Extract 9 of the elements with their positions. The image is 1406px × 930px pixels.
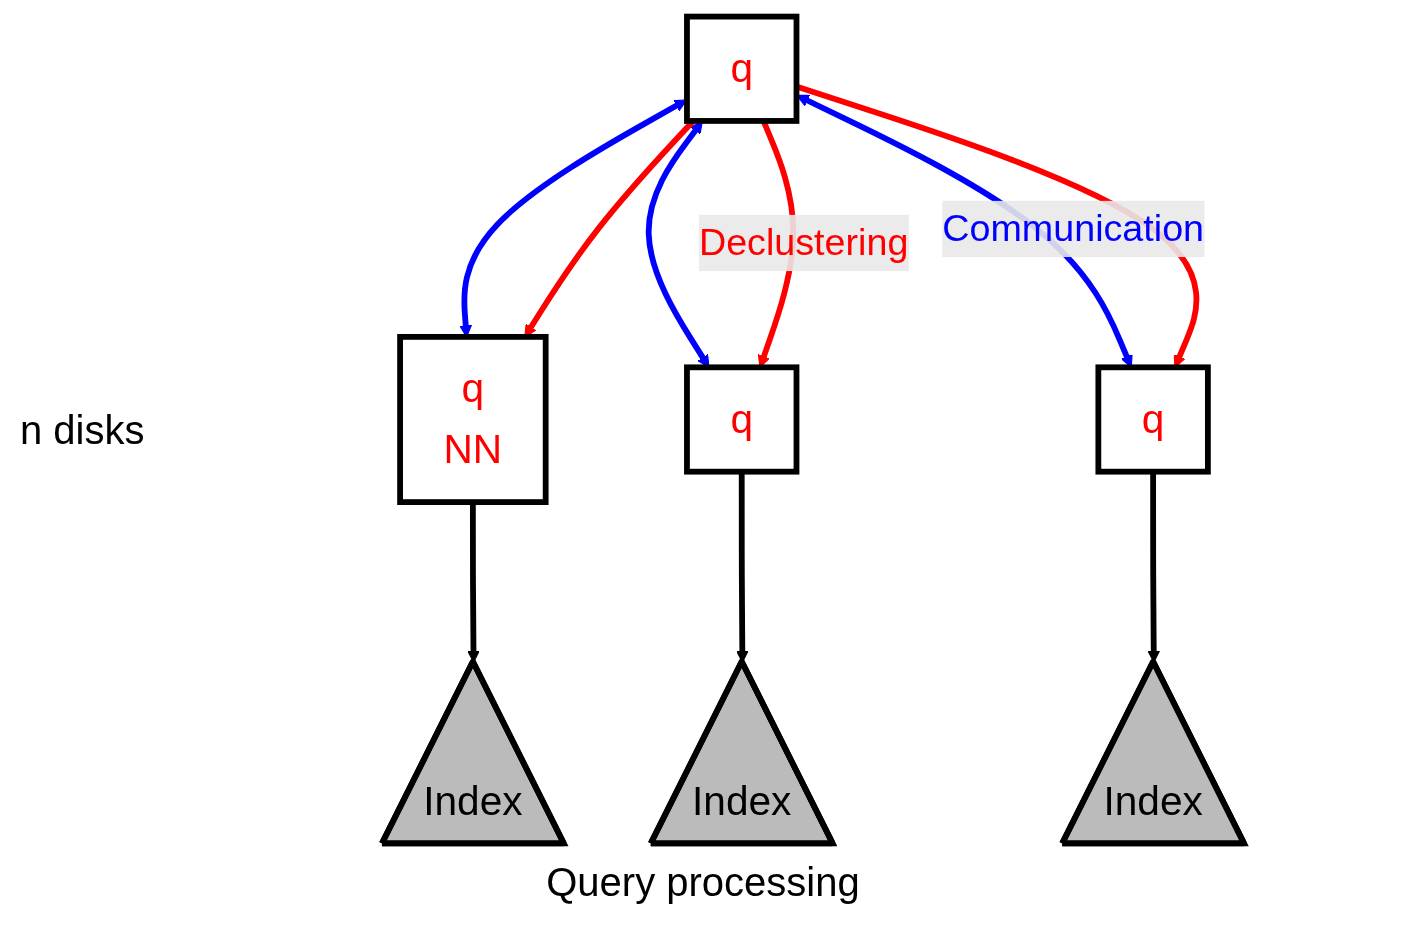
node-box: q NN — [397, 334, 549, 505]
edge-label: Communication — [942, 206, 1205, 250]
arrow — [467, 502, 480, 663]
node-box: q — [684, 364, 800, 475]
edge-label: Declustering — [698, 220, 909, 264]
text-label: n disks — [20, 407, 146, 453]
text-label: Query processing — [545, 860, 861, 905]
node-box: q — [1095, 364, 1211, 475]
node-box: q — [684, 13, 800, 124]
